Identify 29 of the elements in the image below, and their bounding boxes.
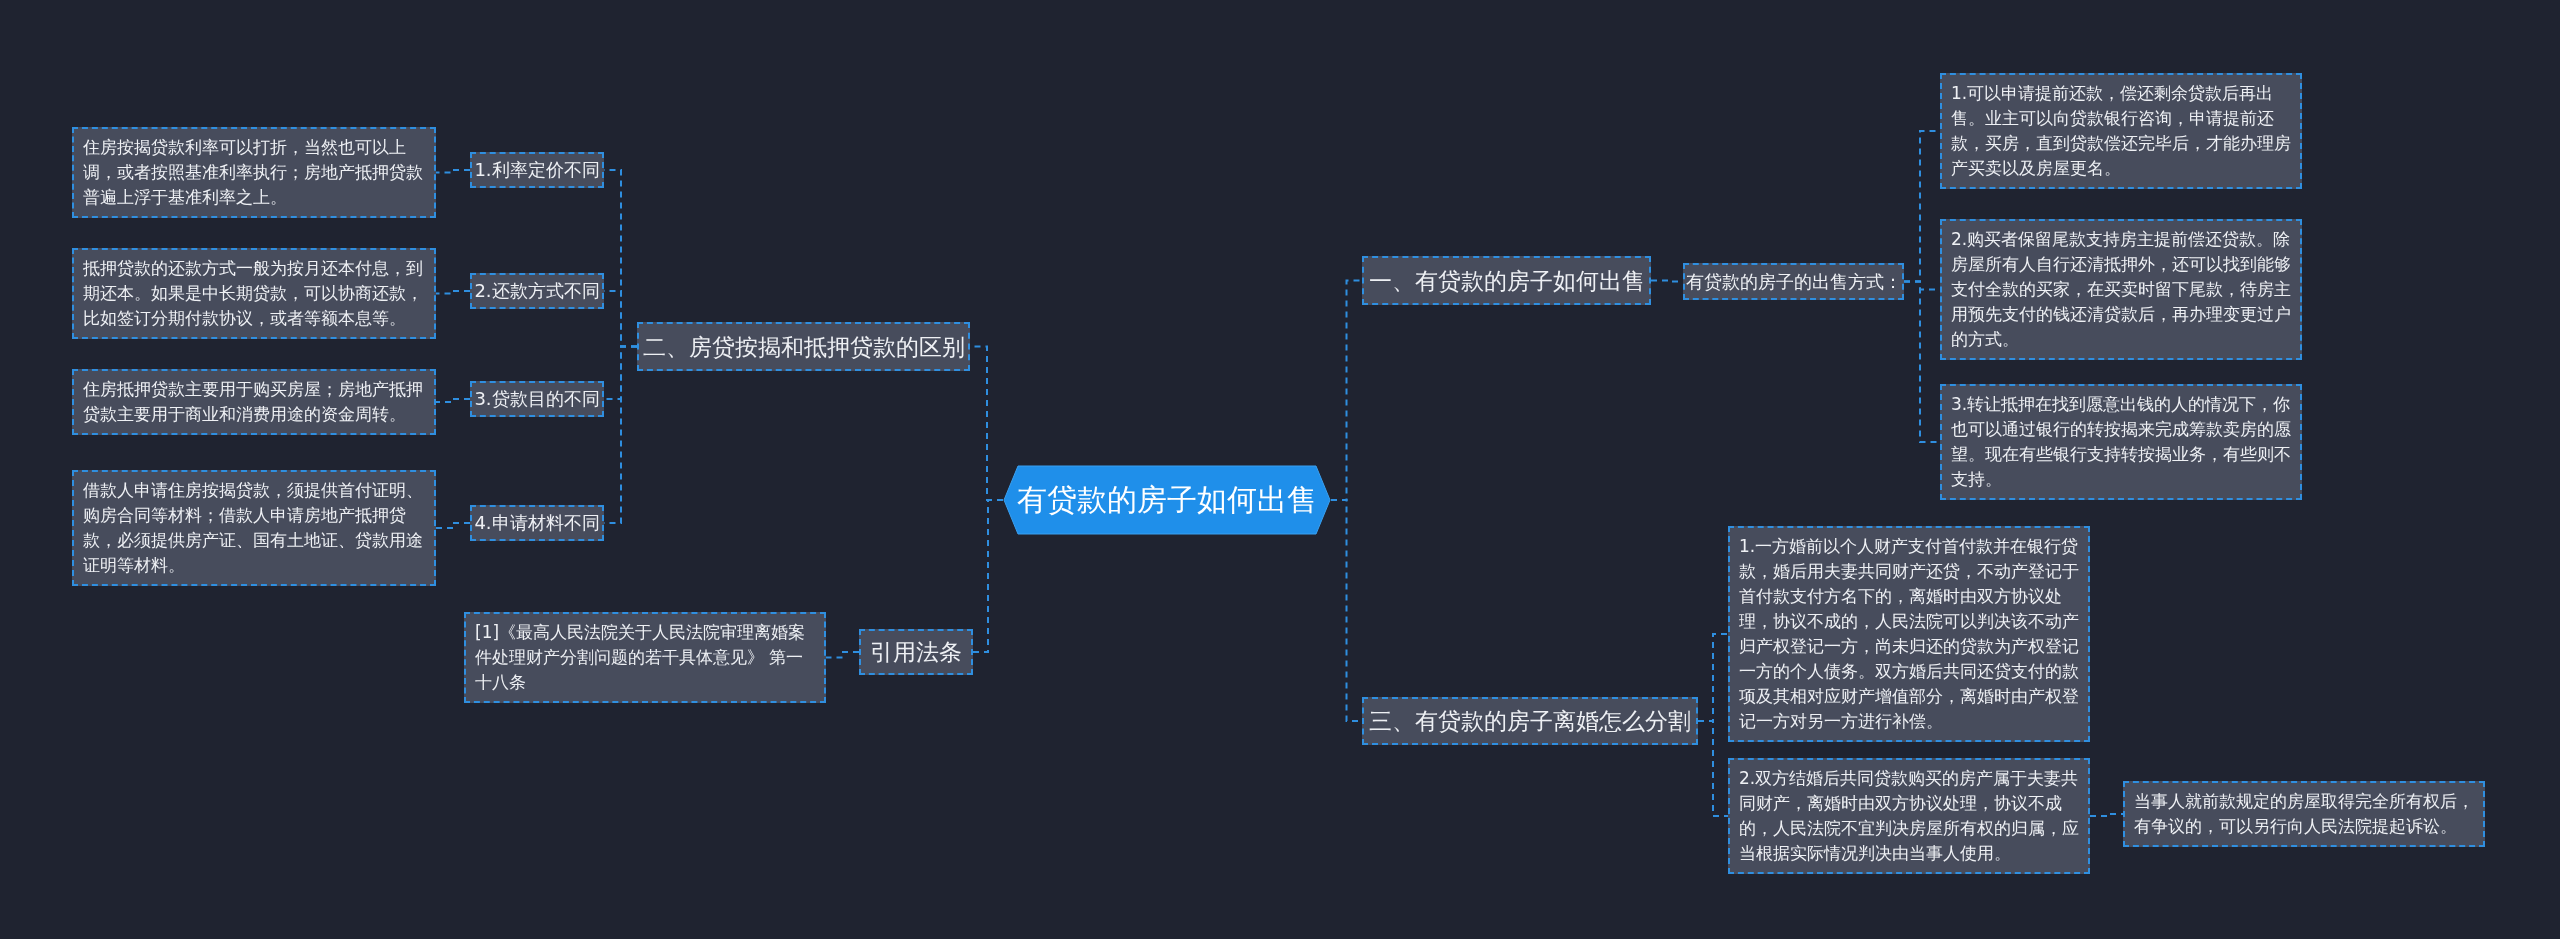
text-box: 当事人就前款规定的房屋取得完全所有权后，有争议的，可以另行向人民法院提起诉讼。 bbox=[2123, 781, 2485, 847]
connector bbox=[435, 522, 471, 529]
text-box: 住房按揭贷款利率可以打折，当然也可以上调，或者按照基准利率执行；房地产抵押贷款普遍上浮于基准利率之上。 bbox=[72, 127, 436, 218]
text-box: 抵押贷款的还款方式一般为按月还本付息，到期还本。如果是中长期贷款，可以协商还款，比如签订分期付款协议，或者等额本息等。 bbox=[72, 248, 436, 339]
text-box: 2.双方结婚后共同贷款购买的房产属于夫妻共同财产，离婚时由双方协议处理，协议不成的，人民法院不宜判决房屋所有权的归属，应当根据实际情况判决由当事人使用。 bbox=[1728, 758, 2090, 874]
text-box: 2.购买者保留尾款支持房主提前偿还贷款。除房屋所有人自行还清抵押外，还可以找到能够支付全款的买家，在买卖时留下尾款，待房主用预先支付的钱还清贷款后，再办理变更过户的方式。 bbox=[1940, 219, 2302, 360]
connector bbox=[435, 290, 471, 295]
subtopic-box: 有贷款的房子的出售方式： bbox=[1683, 263, 1904, 300]
text-box: 住房抵押贷款主要用于购买房屋；房地产抵押贷款主要用于商业和消费用途的资金周转。 bbox=[72, 369, 436, 435]
connector bbox=[972, 499, 1004, 653]
subtopic-box: 2.还款方式不同 bbox=[470, 273, 604, 309]
text-box: 借款人申请住房按揭贷款，须提供首付证明、购房合同等材料；借款人申请房地产抵押贷款，必须提供房产证、国有土地证、贷款用途证明等材料。 bbox=[72, 470, 436, 586]
connector bbox=[435, 169, 471, 174]
topic-box: 引用法条 bbox=[859, 629, 973, 675]
central-topic: 有贷款的房子如何出售 bbox=[1003, 465, 1331, 535]
topic-box: 一、有贷款的房子如何出售 bbox=[1362, 256, 1651, 305]
connector bbox=[2089, 813, 2124, 817]
topic-box: 二、房贷按揭和抵押贷款的区别 bbox=[637, 322, 970, 371]
text-box: 1.一方婚前以个人财产支付首付款并在银行贷款，婚后用夫妻共同财产还贷，不动产登记于首付款支付方名下的，离婚时由双方协议处理，协议不成的，人民法院可以判决该不动产归产权登记一方，尚未归还的贷款为产权登记一方的个人债务。双方婚后共同还贷支付的款项及其相对应财产增值部分，离婚时由产权登记一方对另一方进行补偿。 bbox=[1728, 526, 2090, 742]
subtopic-box: 1.利率定价不同 bbox=[470, 152, 604, 188]
connector bbox=[1697, 720, 1729, 817]
topic-box: 三、有贷款的房子离婚怎么分割 bbox=[1362, 697, 1698, 745]
text-box: [1]《最高人民法院关于人民法院审理离婚案件处理财产分割问题的若干具体意见》 第一十八条 bbox=[464, 612, 826, 703]
connector bbox=[435, 398, 471, 403]
text-box: 1.可以申请提前还款，偿还剩余贷款后再出售。业主可以向贷款银行咨询，申请提前还款，买房，直到贷款偿还完毕后，才能办理房产买卖以及房屋更名。 bbox=[1940, 73, 2302, 189]
connector bbox=[825, 651, 860, 659]
subtopic-box: 4.申请材料不同 bbox=[470, 505, 604, 541]
text-box: 3.转让抵押在找到愿意出钱的人的情况下，你也可以通过银行的转按揭来完成筹款卖房的愿望。现在有些银行支持转按揭业务，有些则不支持。 bbox=[1940, 384, 2302, 500]
subtopic-box: 3.贷款目的不同 bbox=[470, 381, 604, 417]
